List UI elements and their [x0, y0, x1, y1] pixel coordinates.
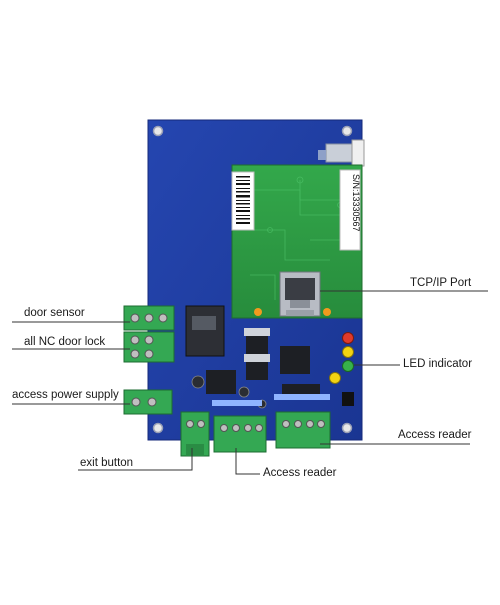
callout-access-reader-bottom [235, 448, 260, 475]
label-door-sensor: door sensor [24, 307, 85, 319]
label-exit-button: exit button [80, 457, 134, 469]
callout-exit-button [78, 448, 193, 471]
voltage-regulators [244, 328, 270, 380]
terminal-block-power [123, 389, 173, 415]
label-led-indicator: LED indicator [403, 358, 473, 370]
module-traces [240, 176, 355, 300]
ic-chips [206, 346, 320, 396]
relay [185, 305, 225, 357]
label-access-reader-bottom: Access reader [263, 467, 337, 479]
mounting-holes [152, 125, 353, 434]
header-pins [212, 394, 330, 406]
rj45-port [279, 271, 321, 317]
terminal-block-left-mid [123, 331, 175, 363]
terminal-block-exit [180, 411, 210, 457]
label-access-power-supply: access power supply [12, 389, 119, 401]
terminal-block-left-top [123, 305, 175, 331]
module-led [323, 308, 331, 316]
barcode-sticker [231, 171, 255, 231]
callout-lines [12, 290, 488, 475]
label-nc-door-lock: all NC door lock [24, 336, 106, 348]
serial-sticker: S/N:13330567 [339, 169, 361, 251]
status-leds [329, 332, 354, 384]
label-tcpip-port: TCP/IP Port [410, 277, 472, 289]
terminal-block-reader-2 [275, 411, 331, 449]
jumper [342, 392, 354, 406]
terminal-block-reader-1 [213, 415, 267, 453]
label-access-reader-right: Access reader [398, 429, 472, 441]
serial-number: S/N:13330567 [351, 174, 361, 232]
module-led [254, 308, 262, 316]
top-connector [318, 139, 365, 167]
